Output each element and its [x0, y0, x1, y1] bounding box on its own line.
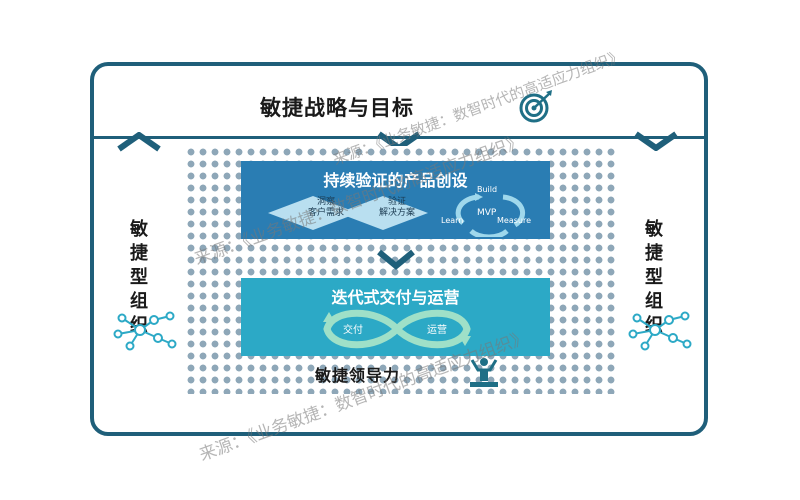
mvp-label: MVP: [477, 208, 497, 218]
diamonds-graphic: [268, 196, 428, 230]
product-creation-title: 持续验证的产品创设: [323, 171, 468, 190]
build-measure-learn-cycle: Build MVP Learn Measure: [441, 185, 531, 237]
strategy-title: 敏捷战略与目标: [260, 92, 540, 122]
delivery-operation-box: 迭代式交付与运营 交付 运营: [241, 278, 550, 356]
product-creation-box: 持续验证的产品创设 洞察 客户需求 验证 解决方案 Build MVP Lear…: [241, 161, 550, 239]
agile-org-right-char: 组: [645, 291, 663, 312]
agile-org-left: 敏 捷 型 组 织: [126, 218, 152, 338]
network-icon-right: [628, 311, 692, 351]
agile-org-right: 敏 捷 型 组 织: [641, 218, 667, 338]
agile-org-right-char: 敏: [645, 219, 663, 240]
validate-line1: 验证: [387, 197, 406, 207]
infinity-loop-graphic: 交付 运营: [323, 309, 471, 349]
chevron-up-icon-left: [117, 132, 161, 152]
agile-org-left-char: 捷: [130, 243, 148, 264]
build-label: Build: [477, 185, 497, 194]
agile-org-left-char: 组: [130, 291, 148, 312]
diagram-frame: [90, 62, 708, 436]
target-icon: [519, 90, 552, 123]
insight-line1: 洞察: [316, 197, 335, 207]
leader-icon: [470, 358, 498, 387]
delivery-label: 交付: [343, 323, 363, 336]
network-icon-left: [113, 311, 177, 351]
insight-line2: 客户需求: [307, 208, 344, 218]
chevron-down-icon-right: [634, 131, 678, 151]
measure-label: Measure: [497, 216, 531, 225]
agile-org-right-char: 捷: [645, 243, 663, 264]
operation-label: 运营: [427, 323, 447, 336]
learn-label: Learn: [441, 216, 463, 225]
insight-label: 洞察 客户需求: [291, 197, 361, 219]
agile-org-right-char: 型: [645, 267, 663, 288]
validate-label: 验证 解决方案: [362, 197, 432, 219]
agile-org-left-char: 敏: [130, 219, 148, 240]
agile-leadership-title: 敏捷领导力: [315, 366, 401, 385]
chevron-down-icon-middle: [377, 249, 415, 270]
strategy-title-text: 敏捷战略与目标: [260, 96, 414, 120]
agile-org-left-char: 型: [130, 267, 148, 288]
divider-line: [92, 136, 708, 139]
validate-line2: 解决方案: [378, 208, 415, 218]
delivery-operation-title: 迭代式交付与运营: [331, 288, 460, 307]
